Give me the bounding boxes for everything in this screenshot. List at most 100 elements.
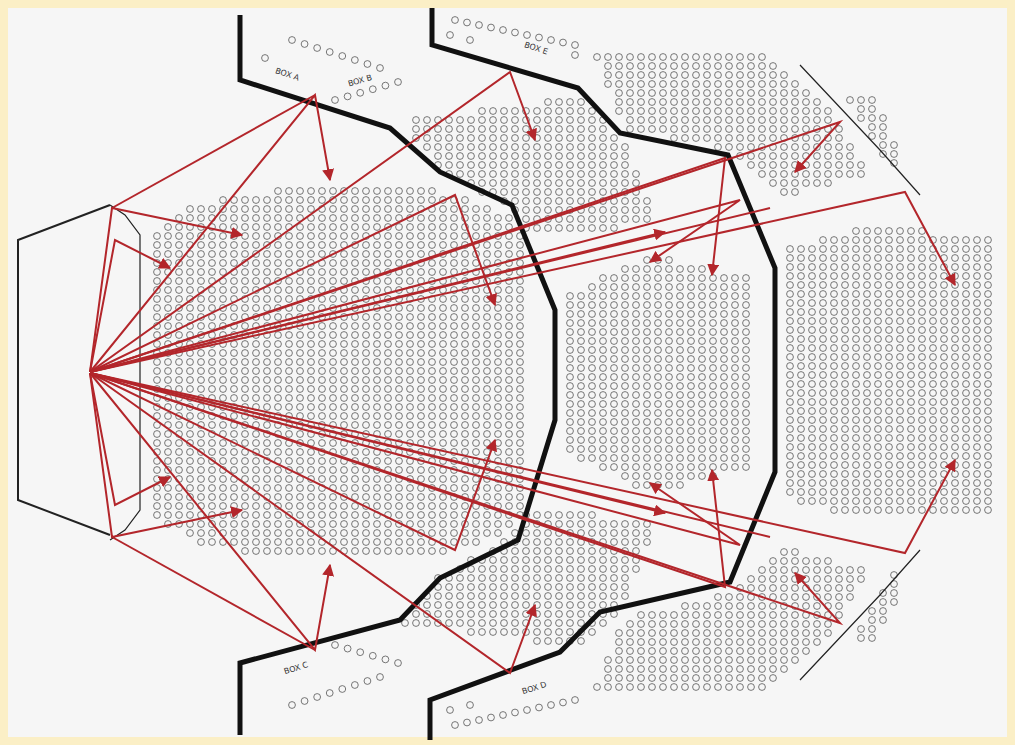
seat	[820, 282, 827, 289]
seat	[655, 275, 662, 282]
seat	[710, 437, 717, 444]
seat	[699, 437, 706, 444]
seat	[853, 354, 860, 361]
seat	[589, 338, 596, 345]
seat	[462, 233, 469, 240]
seat	[495, 377, 502, 384]
seat	[396, 431, 403, 438]
seat	[374, 332, 381, 339]
seat	[275, 512, 282, 519]
seat	[374, 458, 381, 465]
seat	[429, 215, 436, 222]
seat	[363, 386, 370, 393]
seat	[385, 413, 392, 420]
seat	[462, 440, 469, 447]
seat	[275, 359, 282, 366]
seat	[864, 291, 871, 298]
seat	[242, 368, 249, 375]
seat	[875, 399, 882, 406]
seat	[644, 464, 651, 471]
seat	[484, 404, 491, 411]
seat	[374, 242, 381, 249]
seat	[396, 395, 403, 402]
seat	[242, 395, 249, 402]
seat	[699, 338, 706, 345]
seat	[253, 224, 260, 231]
seat	[677, 338, 684, 345]
seat	[622, 383, 629, 390]
seat	[396, 278, 403, 285]
seat	[809, 273, 816, 280]
seat	[209, 242, 216, 249]
seat	[864, 327, 871, 334]
seat	[853, 228, 860, 235]
seat	[253, 476, 260, 483]
seat	[264, 224, 271, 231]
seat	[655, 428, 662, 435]
seat	[798, 255, 805, 262]
seat	[473, 233, 480, 240]
seat	[242, 503, 249, 510]
seat	[275, 296, 282, 303]
seat	[831, 291, 838, 298]
seat	[341, 512, 348, 519]
seat	[611, 284, 618, 291]
seat	[198, 476, 205, 483]
seat	[787, 390, 794, 397]
seat	[275, 224, 282, 231]
seat	[820, 309, 827, 316]
seat	[231, 386, 238, 393]
seat	[710, 428, 717, 435]
seat	[567, 383, 574, 390]
seat	[567, 365, 574, 372]
seat	[176, 314, 183, 321]
seat	[732, 446, 739, 453]
seat	[798, 363, 805, 370]
seat	[253, 233, 260, 240]
seat	[198, 494, 205, 501]
seat	[495, 332, 502, 339]
seat	[308, 539, 315, 546]
seat	[567, 302, 574, 309]
seat	[820, 363, 827, 370]
seat	[699, 347, 706, 354]
seat	[798, 462, 805, 469]
seat	[187, 260, 194, 267]
seat	[231, 287, 238, 294]
seat	[440, 296, 447, 303]
seat	[330, 224, 337, 231]
seat	[699, 275, 706, 282]
seat	[831, 336, 838, 343]
seat	[506, 242, 513, 249]
seat	[655, 347, 662, 354]
seat	[209, 476, 216, 483]
seat	[820, 237, 827, 244]
seat	[732, 320, 739, 327]
seat	[677, 320, 684, 327]
seat	[451, 521, 458, 528]
seat	[633, 365, 640, 372]
seat	[418, 503, 425, 510]
seat	[600, 365, 607, 372]
seat	[319, 350, 326, 357]
seat	[567, 356, 574, 363]
seat	[853, 408, 860, 415]
seat	[341, 332, 348, 339]
seat	[611, 419, 618, 426]
seat	[721, 383, 728, 390]
seat	[798, 336, 805, 343]
seat	[154, 431, 161, 438]
seat	[677, 455, 684, 462]
seat	[842, 255, 849, 262]
seat	[743, 428, 750, 435]
seat	[187, 512, 194, 519]
seat	[644, 419, 651, 426]
seat	[798, 390, 805, 397]
seat	[484, 206, 491, 213]
seat	[517, 287, 524, 294]
seat	[589, 455, 596, 462]
seat	[864, 507, 871, 514]
seat	[875, 372, 882, 379]
seat	[853, 291, 860, 298]
seat	[462, 359, 469, 366]
